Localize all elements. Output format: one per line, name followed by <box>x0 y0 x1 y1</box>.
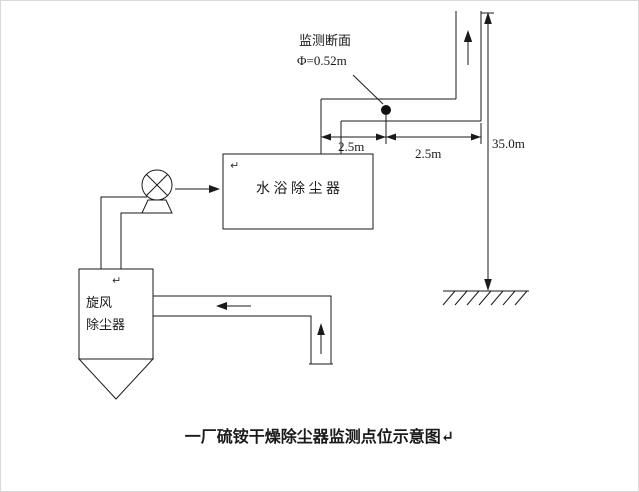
return-mark: ↵ <box>230 159 240 172</box>
dimension-right-label: 2.5m <box>415 146 442 161</box>
cyclone-separator <box>77 268 155 400</box>
monitor-section-label: 监测断面 <box>299 33 352 48</box>
fan-outlet-arrow-icon <box>175 185 220 193</box>
diagram-caption: 一厂硫铵干燥除尘器监测点位示意图↵ <box>184 429 455 446</box>
vertical-dimension-line <box>481 12 494 291</box>
cyclone-label-line2: 除尘器 <box>86 317 126 332</box>
inlet-duct <box>153 295 333 365</box>
inlet-flow-arrow-up-icon <box>317 323 325 354</box>
monitoring-point-dot <box>381 105 391 115</box>
return-mark: ↵ <box>112 274 122 287</box>
horizontal-dimension-line <box>321 114 482 144</box>
inlet-flow-arrow-left-icon <box>216 302 251 310</box>
leader-line <box>352 74 384 105</box>
water-bath-scrubber-label: 水 浴 除 尘 器 <box>256 182 340 197</box>
stack-flow-arrow-icon <box>463 30 473 65</box>
cyclone-label-line1: 旋风 <box>86 295 113 310</box>
exhaust-duct <box>320 11 482 154</box>
water-bath-scrubber-box <box>222 153 374 230</box>
connecting-pipe <box>100 196 147 269</box>
ground-hatch-icon <box>442 290 529 306</box>
stack-height-label: 35.0m <box>492 136 525 151</box>
cyclone-funnel <box>77 358 155 400</box>
dimension-left-label: 2.5m <box>338 139 365 154</box>
diameter-label: Φ=0.52m <box>297 53 347 68</box>
fan-icon <box>141 169 173 214</box>
